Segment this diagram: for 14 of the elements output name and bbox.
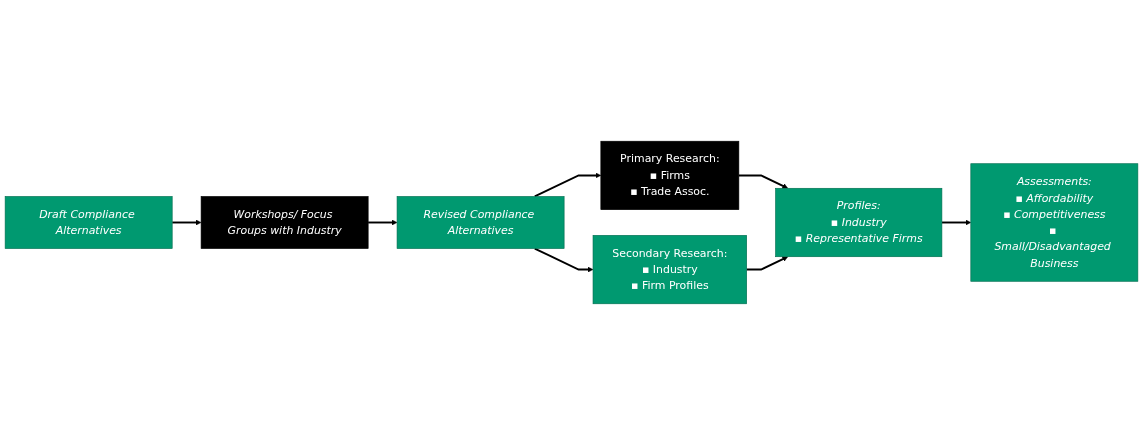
node-box: Revised Compliance Alternatives	[396, 196, 565, 249]
arrow	[533, 247, 594, 273]
arrow	[737, 174, 789, 189]
node-box: Assessments: ▪ Affordability ▪ Competitiveness ▪ Small/Disadvantaged Business	[970, 163, 1139, 282]
arrow	[367, 219, 398, 226]
node-box: Primary Research: ▪ Firms ▪ Trade Assoc.	[600, 140, 740, 210]
arrow	[533, 172, 602, 198]
node-box: Workshops/ Focus Groups with Industry	[200, 196, 369, 249]
node-box: Secondary Research: ▪ Industry ▪ Firm Profiles	[592, 235, 747, 305]
arrow	[940, 219, 972, 226]
arrow	[745, 256, 789, 271]
arrow	[171, 219, 202, 226]
node-box: Draft Compliance Alternatives	[4, 196, 173, 249]
node-box: Profiles: ▪ Industry ▪ Representative Firms	[775, 187, 943, 258]
